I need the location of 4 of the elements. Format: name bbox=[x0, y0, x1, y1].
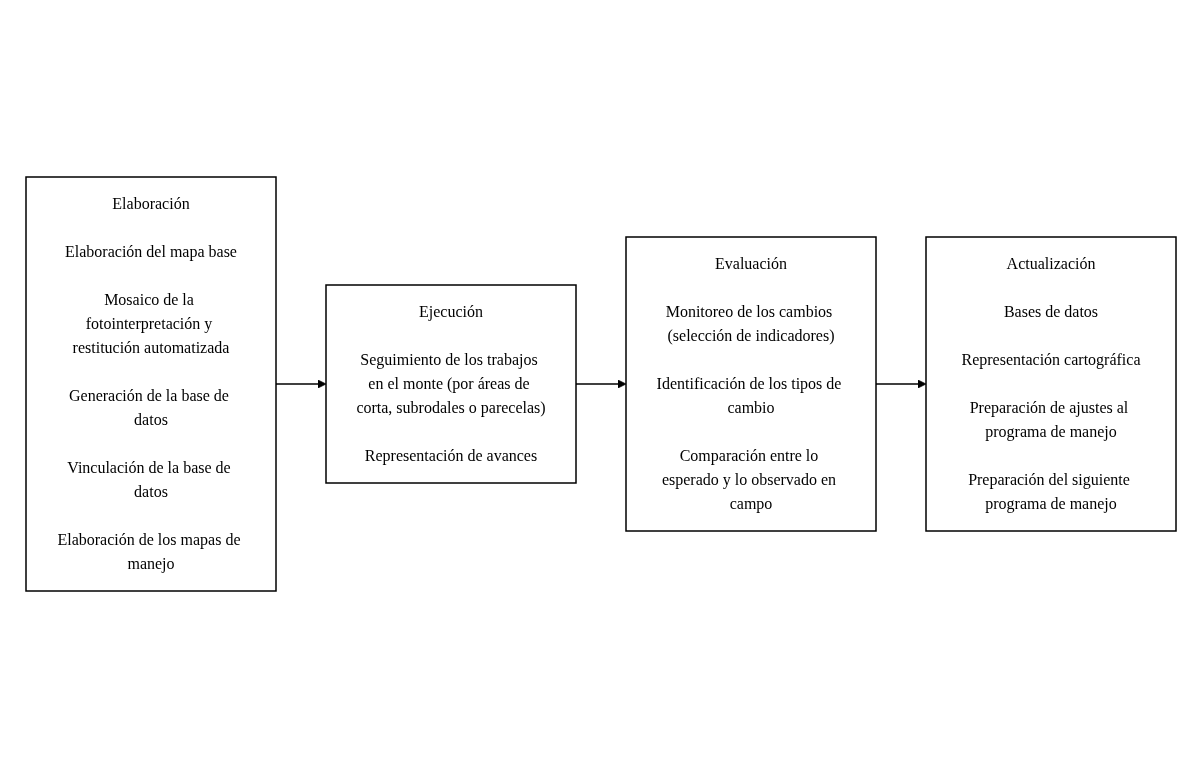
node-box: Ejecución Seguimiento de los trabajos en el monte (por áreas de corta, subrodales o parecelas) Representación de avances bbox=[325, 283, 577, 484]
node-box: Elaboración Elaboración del mapa base Mosaico de la fotointerpretación y restitución automatizada Generación de la base de datos Vinculación de la base de datos Elaboración de los mapas de manejo bbox=[25, 175, 277, 592]
node-box: Actualización Bases de datos Representación cartográfica Preparación de ajustes al programa de manejo Preparación del siguiente programa de manejo bbox=[925, 235, 1177, 532]
node-box: Evaluación Monitoreo de los cambios (selección de indicadores) Identificación de los tipos de cambio Comparación entre lo esperado y lo observado en campo bbox=[625, 235, 877, 532]
